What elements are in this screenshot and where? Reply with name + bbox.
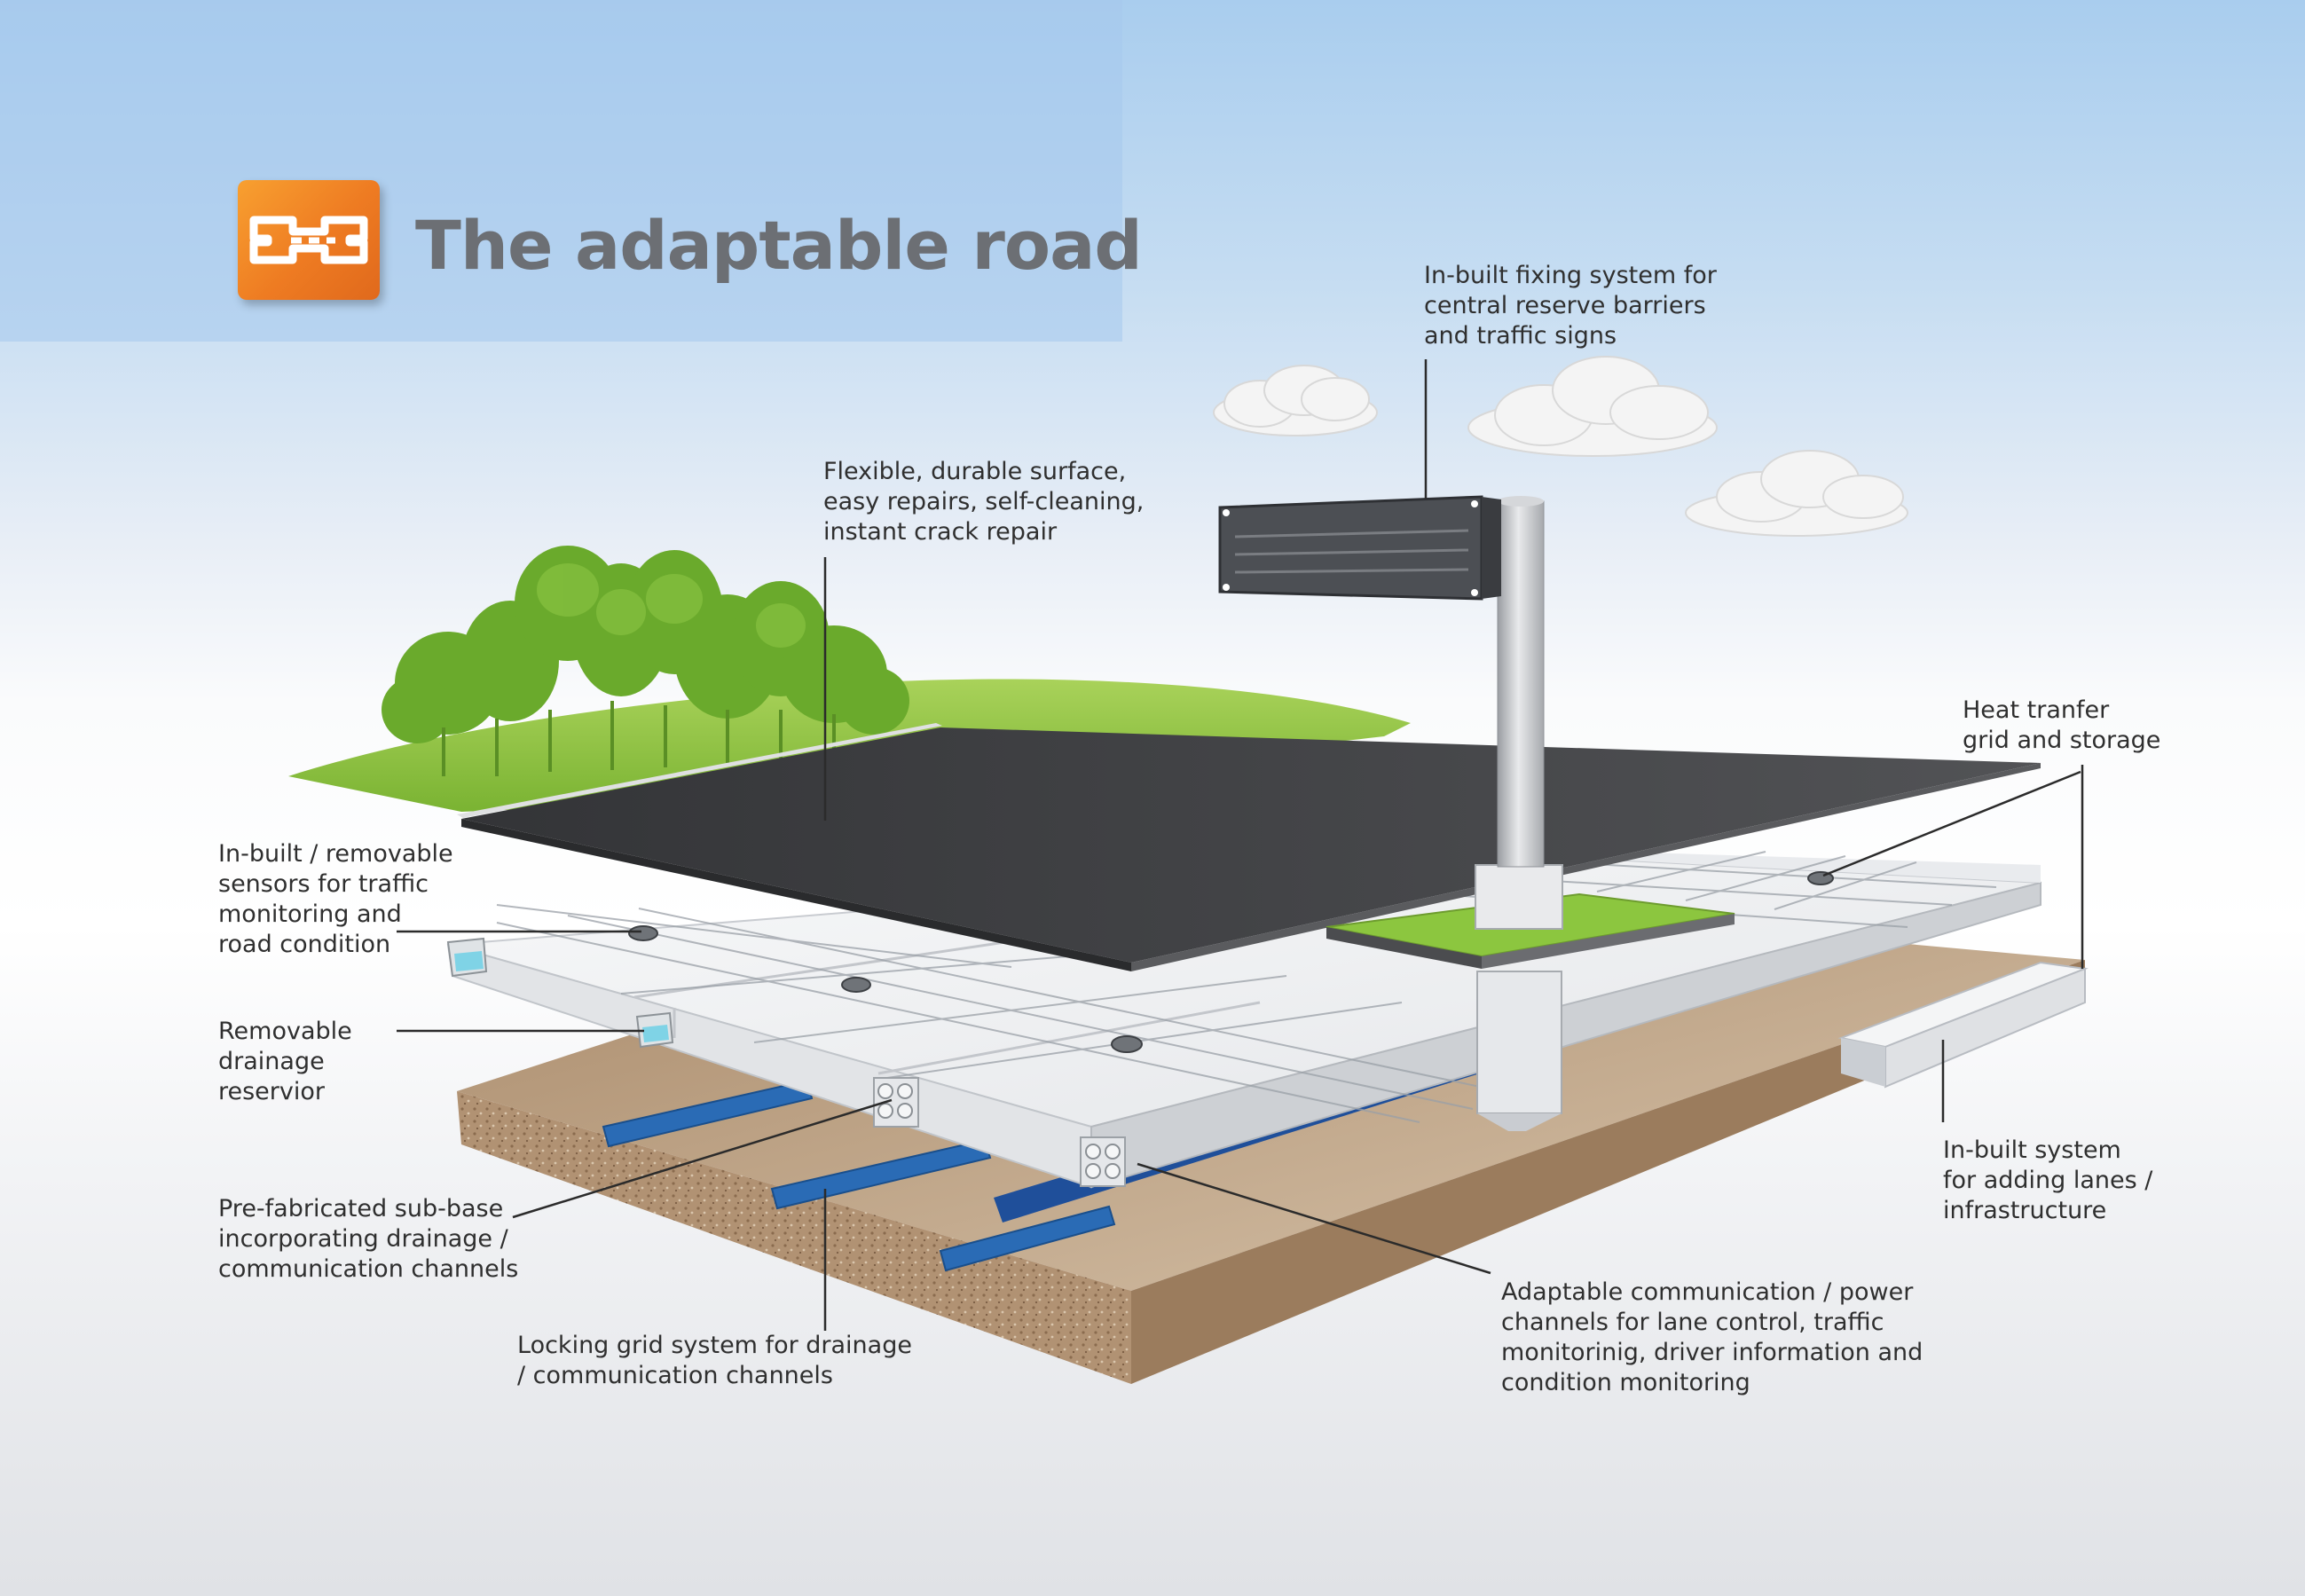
- page-title: The adaptable road: [415, 206, 1143, 285]
- label-sub-base: Pre-fabricated sub-base incorporating dr…: [218, 1195, 519, 1283]
- cloud: [1213, 365, 1378, 436]
- sign-pole: [1475, 496, 1563, 1131]
- cloud: [1685, 450, 1908, 537]
- callout-lines: [397, 359, 2084, 1331]
- cloud: [1467, 356, 1718, 457]
- title-panel: [0, 0, 1122, 342]
- road-white-edge: [457, 723, 942, 818]
- label-adding-lanes: In-built system for adding lanes / infra…: [1943, 1136, 2153, 1224]
- tree-cluster: [382, 546, 909, 743]
- tree-cluster-highlight: [537, 563, 806, 648]
- label-fixing-system: In-built fixing system for central reser…: [1424, 262, 1717, 350]
- asphalt-surface: [461, 727, 2041, 963]
- heat-transfer-grid: [496, 851, 1997, 1123]
- drainage-reservoir: [446, 937, 674, 1049]
- asphalt-edge: [461, 819, 1131, 971]
- communication-channel-end: [873, 1077, 1126, 1187]
- label-sensors: In-built / removable sensors for traffic…: [218, 840, 453, 958]
- slab-top-right: [1544, 850, 2041, 883]
- traffic-sign: [1218, 495, 1501, 601]
- label-communication: Adaptable communication / power channels…: [1501, 1278, 1923, 1396]
- sensor-node: [628, 871, 1834, 1053]
- road-logo-icon: [238, 180, 380, 300]
- asphalt-edge-right: [1131, 763, 2041, 971]
- drainage-channel: [602, 1079, 1116, 1272]
- label-surface: Flexible, durable surface, easy repairs,…: [823, 458, 1145, 546]
- soil-side: [457, 1091, 1131, 1384]
- label-locking-grid: Locking grid system for drainage / commu…: [517, 1332, 912, 1389]
- lane-extension-rail-side: [1841, 1038, 1885, 1087]
- label-heat-transfer: Heat tranfer grid and storage: [1963, 696, 2161, 754]
- label-drainage-reservoir: Removable drainage reservior: [218, 1018, 352, 1105]
